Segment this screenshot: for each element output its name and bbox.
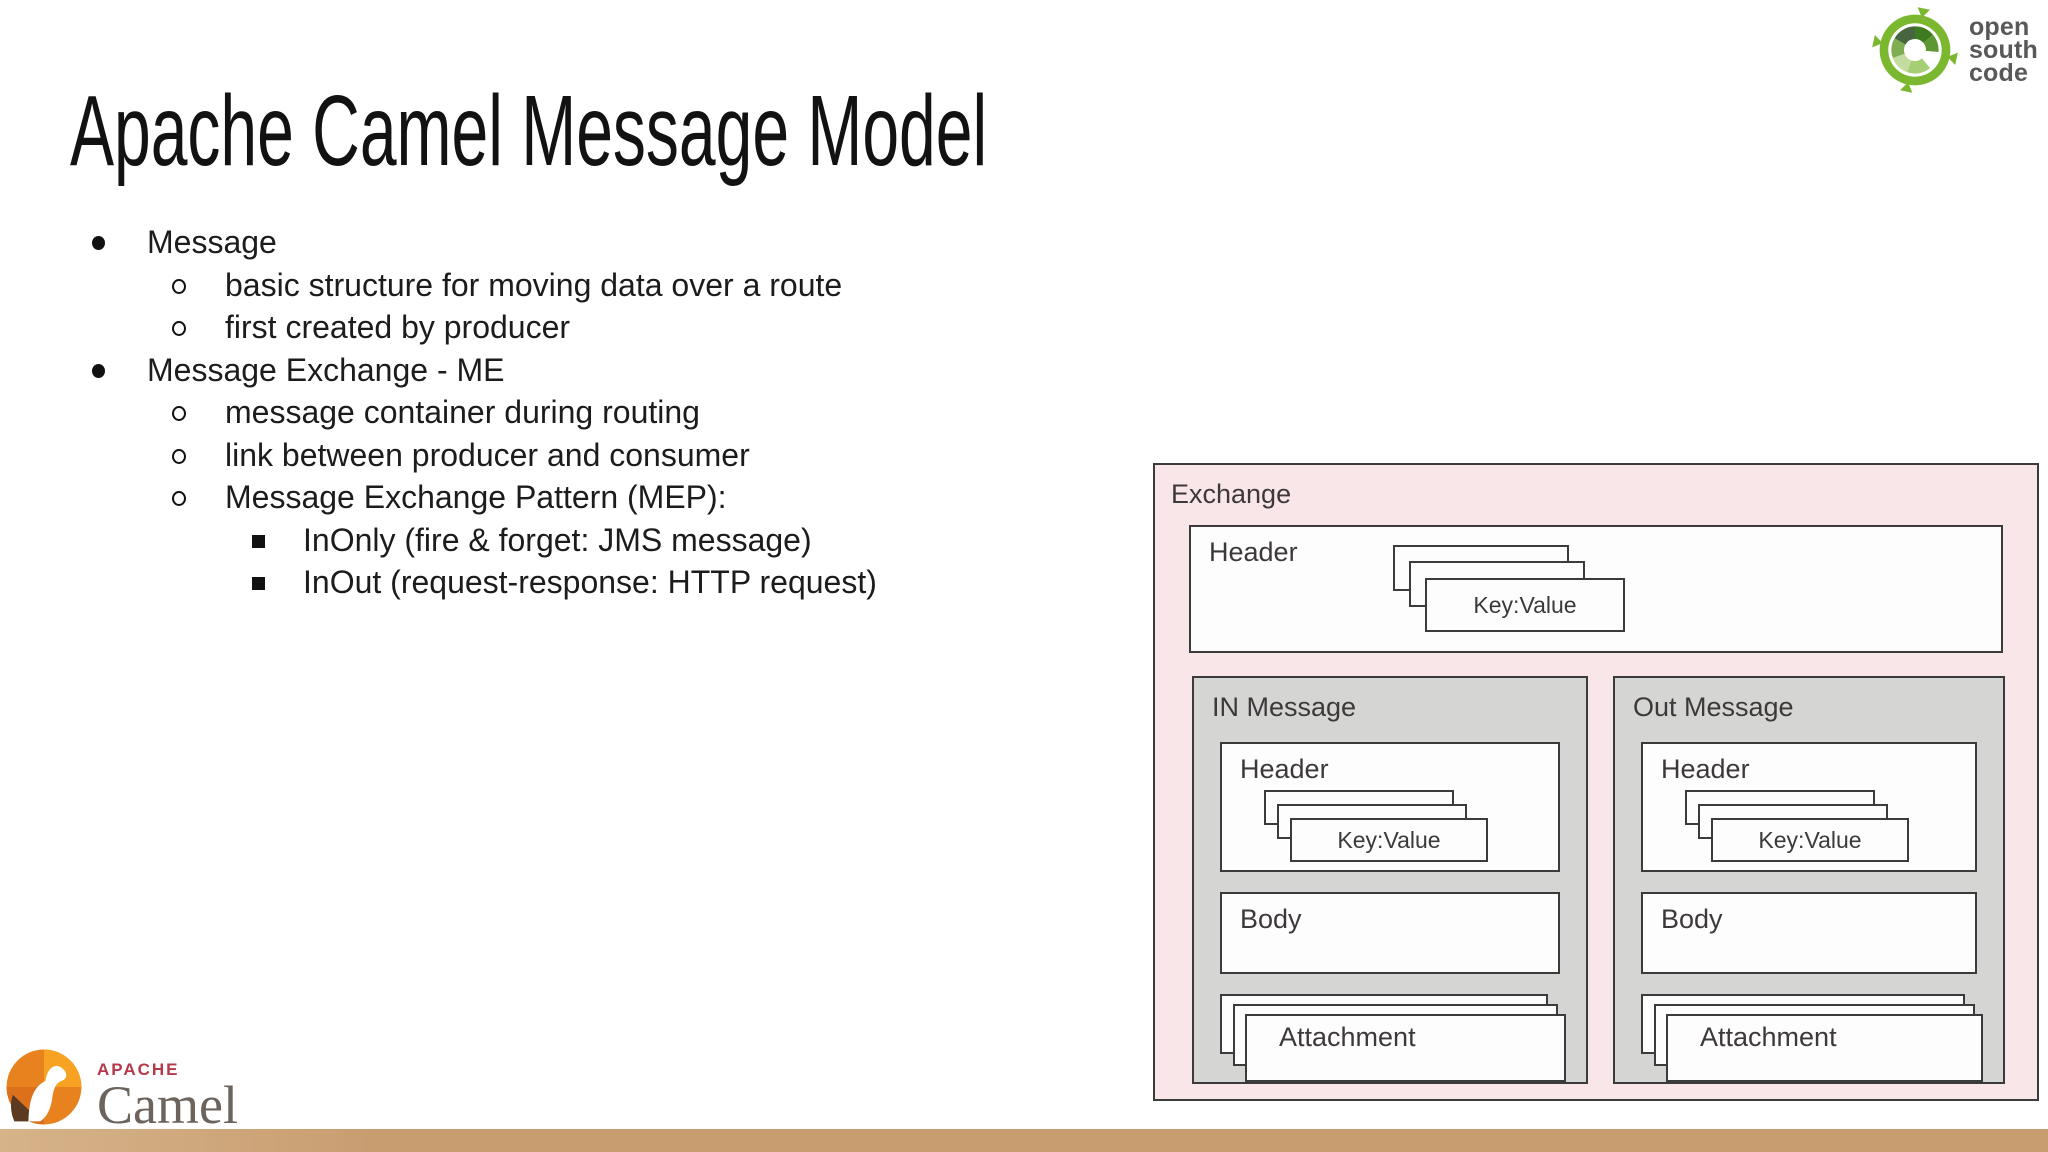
bullet-text: Message Exchange Pattern (MEP):	[225, 479, 727, 515]
opensouthcode-word-open: open	[1968, 12, 2030, 41]
bullet-text: basic structure for moving data over a r…	[225, 266, 843, 303]
camel-emblem-icon	[6, 1049, 82, 1125]
opensouthcode-emblem-icon	[1872, 7, 1958, 93]
attachment-card: Attachment	[1245, 1014, 1566, 1082]
bullet-item: link between producer and consumer	[0, 434, 1140, 477]
in-message-box: IN Message Header Key:Value Body Attachm…	[1192, 676, 1588, 1084]
body-label: Body	[1240, 904, 1302, 934]
bullet-circle-marker	[172, 448, 186, 464]
bullet-item: first created by producer	[0, 306, 1140, 349]
opensouthcode-wordmark: open south code	[1968, 12, 2038, 87]
bullet-text: first created by producer	[225, 309, 571, 345]
header-label: Header	[1209, 537, 1298, 567]
header-label: Header	[1240, 754, 1329, 784]
bullet-item: Message	[0, 221, 1140, 264]
body-box: Body	[1641, 892, 1977, 974]
keyvalue-stack: Key:Value	[1264, 790, 1494, 868]
camel-wordmark: Camel	[97, 1075, 238, 1135]
attachment-stack: Attachment	[1220, 994, 1566, 1084]
bullet-text: message container during routing	[225, 394, 700, 430]
bullet-text: link between producer and consumer	[225, 436, 750, 473]
opensouthcode-logo: open south code	[1871, 6, 2038, 94]
exchange-label: Exchange	[1171, 479, 1292, 509]
body-label: Body	[1661, 904, 1723, 934]
bullet-text: InOnly (fire & forget: JMS message)	[303, 521, 812, 558]
bullet-item: InOnly (fire & forget: JMS message)	[0, 519, 1140, 562]
attachment-label: Attachment	[1700, 1022, 1837, 1052]
bullet-list: Message basic structure for moving data …	[0, 221, 1140, 604]
keyvalue-stack: Key:Value	[1393, 545, 1653, 645]
out-message-box: Out Message Header Key:Value Body Attach…	[1613, 676, 2005, 1084]
bullet-square-marker	[252, 534, 265, 548]
bullet-circle-marker	[172, 321, 186, 336]
slide-title: Apache Camel Message Model	[70, 75, 988, 187]
bullet-item: basic structure for moving data over a r…	[0, 264, 1140, 307]
camel-logo: APACHE Camel	[5, 1048, 238, 1135]
footer-bar	[0, 1129, 2048, 1152]
message-header-box: Header Key:Value	[1220, 742, 1560, 872]
bullet-circle-marker	[172, 406, 186, 421]
keyvalue-card: Key:Value	[1711, 818, 1909, 862]
keyvalue-label: Key:Value	[1758, 826, 1862, 853]
message-label: Out Message	[1633, 692, 1794, 722]
bullet-text: InOut (request-response: HTTP request)	[303, 564, 877, 600]
bullet-disc-marker	[92, 363, 105, 378]
header-label: Header	[1661, 754, 1750, 784]
bullet-disc-marker	[92, 236, 105, 250]
exchange-header-box: Header Key:Value	[1189, 525, 2003, 653]
body-box: Body	[1220, 892, 1560, 974]
attachment-stack: Attachment	[1641, 994, 1983, 1084]
message-header-box: Header Key:Value	[1641, 742, 1977, 872]
exchange-diagram: Exchange Header Key:Value IN Message Hea…	[1153, 463, 2039, 1101]
bullet-text: Message	[147, 224, 277, 260]
keyvalue-label: Key:Value	[1337, 826, 1441, 853]
apache-label: APACHE	[97, 1060, 180, 1079]
bullet-circle-marker	[172, 491, 186, 506]
message-label: IN Message	[1212, 692, 1357, 722]
opensouthcode-word-code: code	[1968, 58, 2029, 87]
bullet-item: InOut (request-response: HTTP request)	[0, 561, 1140, 604]
bullet-item: Message Exchange - ME	[0, 349, 1140, 392]
bullet-square-marker	[252, 577, 265, 590]
keyvalue-stack: Key:Value	[1685, 790, 1915, 868]
attachment-card: Attachment	[1666, 1014, 1983, 1082]
opensouthcode-word-south: south	[1968, 35, 2038, 64]
keyvalue-card: Key:Value	[1425, 578, 1625, 632]
attachment-label: Attachment	[1279, 1022, 1416, 1052]
bullet-text: Message Exchange - ME	[147, 351, 505, 388]
bullet-item: Message Exchange Pattern (MEP):	[0, 476, 1140, 519]
keyvalue-card: Key:Value	[1290, 818, 1488, 862]
bullet-circle-marker	[172, 278, 186, 294]
bullet-item: message container during routing	[0, 391, 1140, 434]
keyvalue-label: Key:Value	[1473, 591, 1577, 618]
